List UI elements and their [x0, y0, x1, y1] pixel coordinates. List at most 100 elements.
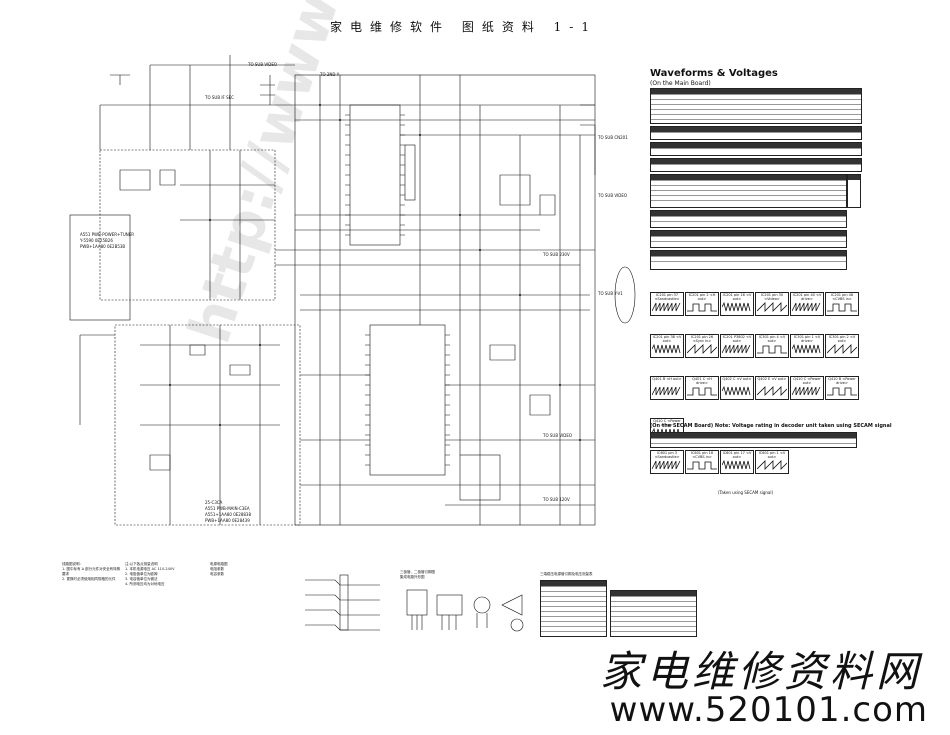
connector-label: TO SUB VIDEO — [598, 193, 628, 198]
waveform-caption: IC601 pin 1 <V out> — [758, 451, 786, 459]
waveform-caption: Q402 E <V out> — [757, 377, 787, 381]
connector-label: TO SUB Y-V1 — [598, 291, 623, 296]
waveform-trace — [687, 387, 717, 396]
voltage-table — [650, 158, 862, 172]
waveform-trace — [827, 303, 857, 312]
board-label: A551+1AA80 0E28838 — [205, 512, 252, 517]
connector-label: TO SUB CN201 — [598, 135, 628, 140]
waveform-thumbnail: Q401 B <H out> — [650, 376, 684, 400]
waveform-thumbnail: IC601 pin 3 <Sandcastle> — [650, 450, 684, 474]
board-label: 25-C3CA — [205, 500, 223, 505]
voltage-table — [847, 174, 861, 208]
notes-column-3: 电源电路图电阻参数电容参数 — [210, 562, 228, 576]
waveform-trace — [652, 343, 681, 354]
connector-label: TO SUB VIDEO — [248, 62, 278, 67]
secam-waveform-grid: IC601 pin 3 <Sandcastle> IC601 pin 16 <CV… — [650, 450, 800, 490]
waveform-thumbnail: IC301 pin 2 <V out> — [825, 334, 859, 358]
waveform-caption: IC201 pin 38 <V out> — [652, 335, 682, 343]
waveform-trace — [722, 385, 751, 396]
component-pinout-diagrams — [406, 589, 524, 632]
waveform-caption: IC201 pin 46 <CVBS in> — [830, 293, 854, 301]
waveform-trace — [687, 344, 717, 354]
waveform-caption: IC301 pin 2 <V out> — [828, 335, 856, 343]
voltage-table — [650, 126, 862, 140]
waveform-thumbnail: Q410 B <Power drive> — [825, 376, 859, 400]
waveform-trace — [687, 303, 717, 312]
site-watermark-chinese: 家电维修资料网 — [599, 647, 922, 696]
waveform-caption: IC601 pin 17 <V out> — [722, 451, 752, 459]
waveform-thumbnail: IC201 pin 40 <V drive> — [790, 292, 824, 316]
board-label: A551 PWB-POWER+TUNER — [80, 232, 135, 237]
secam-title: (On the SECAM Board) Note: Voltage ratin… — [650, 423, 892, 429]
waveform-trace — [792, 386, 821, 396]
site-watermark-url: www.520101.com — [609, 690, 928, 730]
waveform-caption: IC201 pin 37 <Sandcastle> — [654, 293, 680, 301]
waveform-caption: IC601 pin 3 <Sandcastle> — [654, 451, 680, 459]
waveform-caption: Q410 B <Power drive> — [828, 377, 856, 385]
voltage-table — [650, 230, 847, 248]
waveform-caption: IC201 P3802 <V out> — [722, 335, 752, 343]
waveform-caption: Q401 B <H out> — [652, 377, 682, 381]
notes-column-5: 三端稳压电源管引脚及电压测量表 — [540, 572, 593, 576]
connector-label: TO SUB VIDEO — [543, 433, 573, 438]
waveform-trace — [652, 460, 681, 470]
waveform-thumbnail: Q410 C <Power out> — [790, 376, 824, 400]
waveform-thumbnail: Q402 E <V out> — [755, 376, 789, 400]
waveform-trace — [722, 344, 751, 354]
voltage-table — [650, 432, 857, 448]
waveform-thumbnail: IC601 pin 17 <V out> — [720, 450, 754, 474]
waveform-caption: Q401 C <H drive> — [692, 377, 712, 385]
waveform-trace — [687, 461, 717, 470]
connector-label: TO SUB 230V — [543, 252, 570, 257]
regulator-table — [540, 580, 607, 637]
secam-note: (Taken using SECAM signal) — [718, 490, 774, 495]
waveform-thumbnail: Q402 C <V out> — [720, 376, 754, 400]
waveform-thumbnail: IC301 pin 4 <V out> — [755, 334, 789, 358]
notes-column-4: 三极管、二极管引脚图集成电路外形图 — [400, 570, 435, 579]
waveform-thumbnail: IC601 pin 1 <V out> — [755, 450, 789, 474]
waveform-trace — [652, 302, 681, 312]
waveform-trace — [722, 301, 751, 312]
circuit-schematic — [69, 55, 636, 526]
waveform-trace — [792, 302, 821, 312]
voltage-table — [650, 250, 847, 270]
board-label: PWB+1AA80 0E2B53B — [80, 244, 126, 249]
waveform-caption: IC201 pin 40 <V drive> — [792, 293, 822, 301]
waveform-caption: IC301 pin 4 <V out> — [758, 335, 786, 343]
waveform-thumbnail: IC201 pin 38 <V out> — [650, 334, 684, 358]
waveform-caption: IC201 pin 30 <Video> — [760, 293, 784, 301]
waveform-thumbnail: IC201 pin 26 <Sync in> — [685, 334, 719, 358]
waveform-trace — [757, 345, 787, 354]
voltage-table — [650, 174, 847, 208]
connector-label: TO SUB 120V — [543, 497, 570, 502]
waveform-trace — [827, 387, 857, 396]
waveforms-subtitle: (On the Main Board) — [650, 80, 711, 87]
waveform-caption: IC201 pin 2 <H out> — [688, 293, 716, 301]
waveform-trace — [792, 343, 821, 354]
connector-label: TO 2ND Y — [320, 72, 340, 77]
waveform-thumbnail: IC301 pin 1 <V drive> — [790, 334, 824, 358]
waveform-trace — [757, 386, 787, 396]
waveform-caption: Q410 C <Power drive> — [653, 419, 681, 427]
waveform-thumbnail: IC201 pin 2 <H out> — [685, 292, 719, 316]
waveform-caption: IC201 pin 26 <Sync in> — [690, 335, 714, 343]
waveform-trace — [757, 302, 787, 312]
board-label: A551 PWB-MAIN-C3EA — [205, 506, 250, 511]
waveform-thumbnail: IC201 pin 16 <V out> — [720, 292, 754, 316]
voltage-table — [650, 88, 862, 124]
voltage-table — [650, 142, 862, 156]
waveform-caption: IC301 pin 1 <V drive> — [793, 335, 821, 343]
resistor-legend-diagram — [305, 574, 380, 631]
board-label: PWB+1AA80 0E28439 — [205, 518, 250, 523]
waveform-thumbnail: IC201 P3802 <V out> — [720, 334, 754, 358]
waveforms-title: Waveforms & Voltages — [650, 68, 778, 79]
connector-label: TO SUB IF SEC — [205, 95, 234, 100]
waveform-caption: Q402 C <V out> — [722, 377, 752, 381]
board-label: Y-5590 0E25B26 — [80, 238, 113, 243]
waveform-thumbnail: Q401 C <H drive> — [685, 376, 719, 400]
waveform-caption: IC601 pin 16 <CVBS in> — [690, 451, 714, 459]
waveform-thumbnail: IC201 pin 37 <Sandcastle> — [650, 292, 684, 316]
waveform-caption: Q410 C <Power out> — [793, 377, 821, 385]
regulator-table — [610, 590, 697, 637]
